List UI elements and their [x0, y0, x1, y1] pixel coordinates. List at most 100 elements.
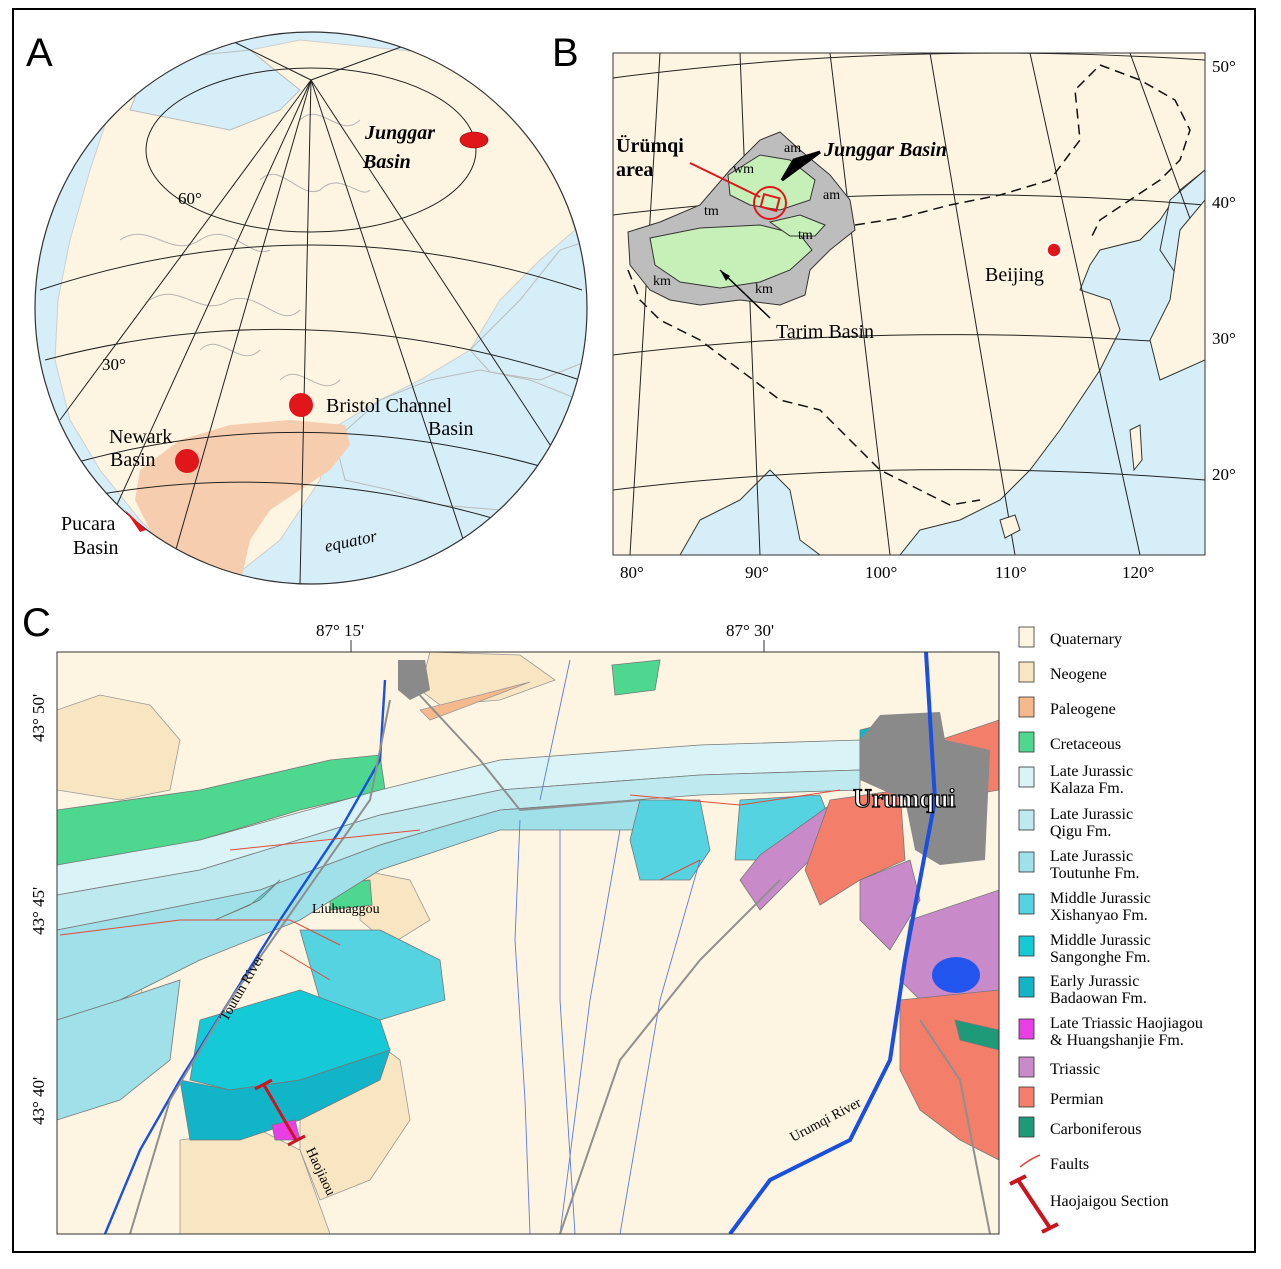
paleogene-unit	[419, 681, 531, 721]
legend-item: Late Triassic Haojiagou& Huangshanjie Fm…	[1018, 1015, 1203, 1049]
panel-a-letter: A	[26, 31, 53, 75]
junggar-marker	[459, 131, 489, 149]
junggar-basin-label: Junggar Basin	[823, 139, 947, 161]
legend-swatch	[1018, 976, 1035, 998]
globe	[35, 32, 587, 584]
urumqui-label: Urumqui	[853, 784, 956, 813]
toutun-river	[103, 679, 387, 1234]
city-block-north	[398, 660, 430, 700]
pucara-marker	[125, 510, 146, 532]
panel-a: A	[26, 31, 588, 585]
china-map	[613, 53, 1205, 555]
toutunhe-band	[57, 979, 181, 1121]
bristol-label-1: Bristol Channel	[326, 395, 453, 417]
legend-label: Late Jurassic	[1050, 806, 1133, 823]
legend-swatch	[1018, 1116, 1035, 1138]
tm-label-1: tm	[704, 204, 719, 219]
c-lon-ticks: 87° 15' 87° 30'	[316, 621, 774, 652]
legend-item: Haojaigou Section	[1009, 1174, 1169, 1234]
legend-label: Carboniferous	[1050, 1121, 1142, 1138]
am-label-2: am	[823, 188, 840, 203]
tarim-basin-label: Tarim Basin	[776, 321, 874, 343]
legend-label: Late Jurassic	[1050, 848, 1133, 865]
turpan-basin	[768, 214, 826, 237]
lon-tick: 90°	[745, 563, 769, 582]
pucara-label-1: Pucara	[61, 513, 116, 535]
beijing-label: Beijing	[985, 264, 1044, 286]
liuhuaggou-label: Liuhuaggou	[312, 902, 380, 917]
b-lat-ticks: 50° 40° 30° 20°	[1212, 57, 1236, 484]
northeast-ocean	[469, 239, 587, 381]
urumqi-city	[860, 712, 990, 865]
japan	[1149, 199, 1205, 381]
section-tick	[254, 1078, 273, 1091]
china-border	[627, 64, 1191, 506]
panel-c: C	[22, 601, 1203, 1235]
legend-label: Late Triassic Haojiagou	[1050, 1015, 1203, 1032]
wm-label: wm	[733, 162, 754, 177]
legend-section-tick	[1041, 1222, 1059, 1234]
legend-fault-symbol	[1019, 1154, 1041, 1168]
urumqi-area-box	[759, 192, 781, 213]
urumqi-pointer	[689, 162, 761, 198]
legend-item: Permian	[1018, 1086, 1103, 1108]
legend-label: Neogene	[1050, 666, 1107, 683]
legend-label: Haojaigou Section	[1050, 1193, 1169, 1210]
lon-tick: 87° 15'	[316, 621, 364, 640]
faults	[59, 789, 841, 981]
lon-tick: 100°	[865, 563, 897, 582]
triassic-unit	[859, 859, 921, 951]
junggar-arrow	[780, 150, 821, 182]
junggar-label: Junggar	[364, 122, 435, 144]
lon-tick: 110°	[995, 563, 1027, 582]
roads	[129, 689, 991, 1234]
legend-item: Paleogene	[1018, 696, 1116, 718]
legend-label: Cretaceous	[1050, 736, 1121, 753]
lat60-label: 60°	[178, 189, 202, 208]
km-label-1: km	[653, 274, 671, 289]
figure-frame	[12, 8, 1256, 1253]
badaowan-unit	[179, 1049, 391, 1141]
urumqi-area-label-2: area	[616, 159, 653, 181]
legend-swatch	[1018, 1086, 1035, 1108]
legend-label: Qigu Fm.	[1050, 823, 1111, 840]
continent-outlines	[119, 113, 371, 387]
lon-tick: 120°	[1122, 563, 1154, 582]
legend-section-tick	[1009, 1174, 1027, 1186]
b-graticule	[613, 53, 1205, 555]
lat-tick: 50°	[1212, 57, 1236, 76]
panel-b: B	[552, 31, 1236, 582]
lat-tick: 43° 40'	[29, 1077, 48, 1125]
legend-swatch	[1018, 935, 1035, 957]
legend-label: Middle Jurassic	[1050, 932, 1151, 949]
legend-swatch	[1018, 626, 1035, 648]
legend-item: Triassic	[1018, 1056, 1100, 1078]
legend-label: & Huangshanjie Fm.	[1050, 1032, 1184, 1049]
legend-item: Carboniferous	[1018, 1116, 1142, 1138]
bristol-marker	[289, 393, 313, 417]
newark-marker	[175, 449, 199, 473]
panel-b-border	[612, 52, 1206, 556]
legend: QuaternaryNeogenePaleogeneCretaceousLate…	[1009, 626, 1203, 1234]
legend-label: Late Jurassic	[1050, 763, 1133, 780]
legend-label: Badaowan Fm.	[1050, 990, 1147, 1007]
legend-label: Quaternary	[1050, 631, 1122, 648]
section-tick	[287, 1134, 306, 1147]
streams	[514, 659, 701, 1234]
lon-tick: 87° 30'	[726, 621, 774, 640]
urumqi-river	[728, 652, 938, 1234]
geologic-map	[57, 652, 999, 1234]
xishanyao-unit	[629, 799, 711, 881]
legend-label: Toutunhe Fm.	[1050, 865, 1140, 882]
lat-tick: 43° 50'	[29, 694, 48, 742]
legend-label: Xishanyao Fm.	[1050, 907, 1148, 924]
lon-tick: 80°	[620, 563, 644, 582]
neogene-unit	[359, 869, 431, 946]
